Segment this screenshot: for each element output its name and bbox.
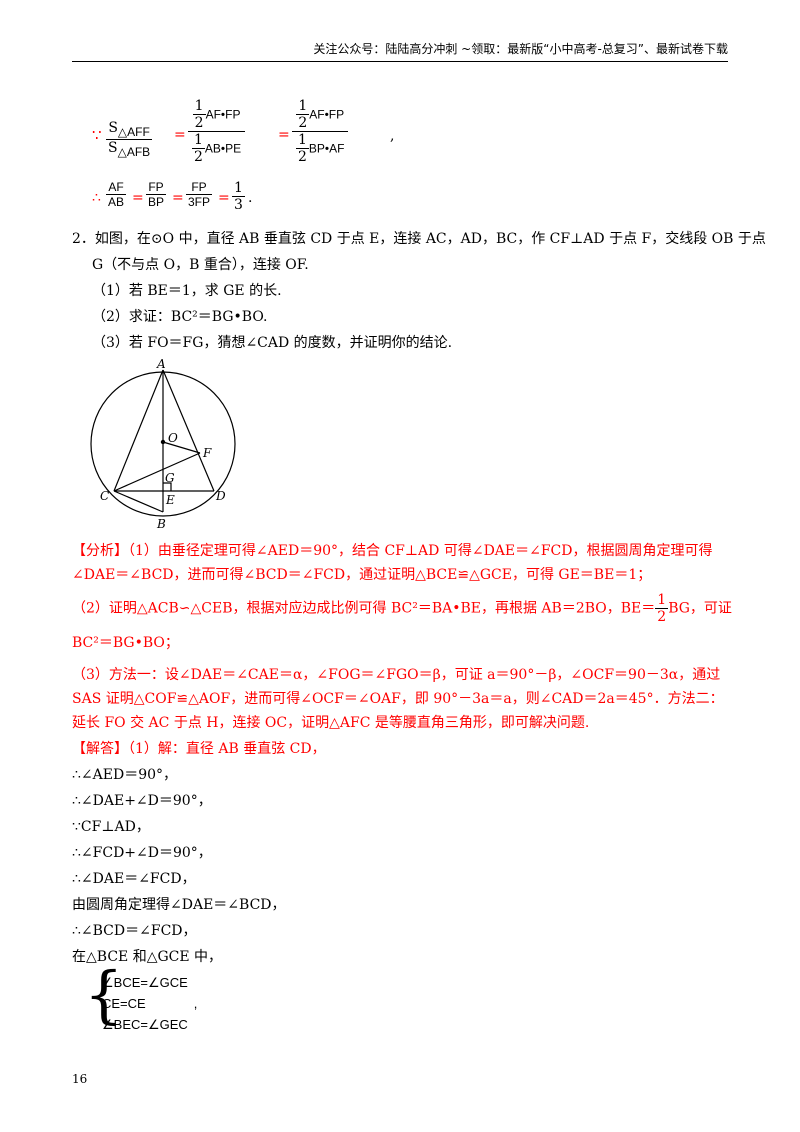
label-d: D bbox=[215, 489, 226, 503]
solution-line: 由圆周角定理得∠DAE＝∠BCD， bbox=[72, 897, 286, 913]
analysis-line-7: 延长 FO 交 AC 于点 H，连接 OC，证明△AFC 是等腰直角三角形，即可… bbox=[72, 715, 590, 731]
because-symbol: ∵ bbox=[92, 126, 102, 144]
solution-line: ∴∠BCD＝∠FCD， bbox=[72, 923, 197, 939]
solution-line: ∵CF⊥AD， bbox=[72, 819, 150, 835]
label-c: C bbox=[100, 489, 109, 503]
left-brace: { bbox=[84, 958, 124, 1031]
analysis-line-1: 【分析】（1）由垂径定理可得∠AED＝90°，结合 CF⊥AD 可得∠DAE＝∠… bbox=[72, 543, 713, 559]
system-eq-3: ∠BEC=∠GEC bbox=[102, 1017, 188, 1032]
label-a: A bbox=[156, 357, 166, 371]
solution-line: 【解答】（1）解：直径 AB 垂直弦 CD， bbox=[72, 741, 326, 757]
page-header: 关注公众号：陆陆高分冲刺 ~领取：最新版“小中高考-总复习”、最新试卷下载 bbox=[72, 40, 728, 62]
solution-line: 在△BCE 和△GCE 中， bbox=[72, 949, 223, 965]
system-eq-1: ∠BCE=∠GCE bbox=[102, 975, 188, 990]
area-ratio-fraction: S△AFF S△AFB bbox=[106, 120, 153, 159]
problem-line-2: G（不与点 O，B 重合），连接 OF. bbox=[92, 257, 309, 273]
segment-of bbox=[162, 441, 201, 454]
problem-line-1: 2．如图，在⊙O 中，直径 AB 垂直弦 CD 于点 E，连接 AC，AD，BC… bbox=[72, 231, 766, 247]
segment-cf bbox=[113, 452, 201, 492]
analysis-line-6: SAS 证明△COF≌△AOF，进而可得∠OCF＝∠OAF，即 90°－3a＝a… bbox=[72, 691, 724, 707]
segment-ac bbox=[113, 369, 164, 492]
question-2: （2）求证：BC²＝BG•BO. bbox=[92, 309, 268, 325]
geometry-figure: A O F G C E D B bbox=[90, 357, 236, 531]
label-e: E bbox=[165, 493, 175, 507]
system-eq-2: CE=CE, bbox=[102, 996, 198, 1011]
question-1: （1）若 BE＝1，求 GE 的长. bbox=[92, 283, 282, 299]
label-g: G bbox=[165, 471, 175, 485]
right-angle-e bbox=[163, 482, 172, 491]
page-number: 16 bbox=[72, 1072, 88, 1086]
center-point-o bbox=[160, 439, 166, 445]
analysis-line-3: （2）证明△ACB∽△CEB，根据对应边成比例可得 BC²＝BA•BE，再根据 … bbox=[72, 592, 732, 625]
analysis-line-2: ∠DAE＝∠BCD，进而可得∠BCD＝∠FCD，通过证明△BCE≌△GCE，可得… bbox=[72, 567, 652, 583]
therefore-symbol: ∴ bbox=[92, 190, 101, 206]
label-f: F bbox=[202, 446, 212, 460]
segment-cb bbox=[113, 490, 164, 513]
label-b: B bbox=[156, 517, 166, 531]
question-3: （3）若 FO＝FG，猜想∠CAD 的度数，并证明你的结论. bbox=[92, 335, 453, 351]
header-text: 关注公众号：陆陆高分冲刺 ~领取：最新版“小中高考-总复习”、最新试卷下载 bbox=[313, 42, 728, 56]
label-o: O bbox=[168, 431, 178, 445]
solution-line: ∴∠AED＝90°， bbox=[72, 767, 178, 783]
solution-line: ∴∠FCD+∠D＝90°， bbox=[72, 845, 212, 861]
analysis-line-5: （3）方法一：设∠DAE＝∠CAE＝α，∠FOG＝∠FGO＝β，可证 a＝90°… bbox=[72, 667, 721, 683]
segment-ad bbox=[162, 369, 215, 492]
solution-line: ∴∠DAE+∠D＝90°， bbox=[72, 793, 212, 809]
solution-line: ∴∠DAE＝∠FCD， bbox=[72, 871, 196, 887]
analysis-line-4: BC²＝BG•BO； bbox=[72, 635, 179, 651]
